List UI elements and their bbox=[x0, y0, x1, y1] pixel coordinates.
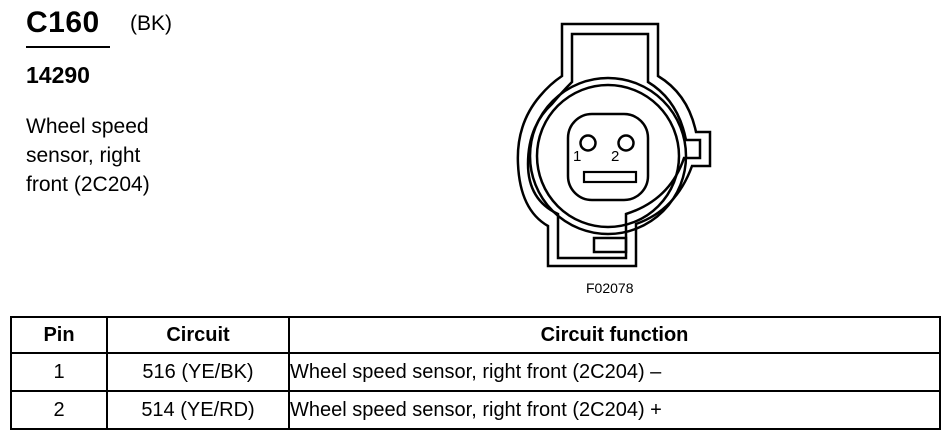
table-row: 1 516 (YE/BK) Wheel speed sensor, right … bbox=[10, 352, 941, 392]
connector-id: C160 bbox=[26, 6, 100, 39]
connector-outer-shell bbox=[516, 22, 712, 268]
pin-label-1: 1 bbox=[573, 148, 581, 165]
connector-color-code: (BK) bbox=[130, 12, 172, 35]
terminal-island bbox=[566, 112, 650, 202]
keying-bar bbox=[582, 170, 638, 184]
connector-face-diagram: 1 2 bbox=[516, 22, 712, 268]
figure-id: F02078 bbox=[586, 280, 634, 296]
table-row: 2 514 (YE/RD) Wheel speed sensor, right … bbox=[10, 390, 941, 430]
pin-table: Pin Circuit Circuit function 1 516 (YE/B… bbox=[10, 316, 941, 430]
cell-circuit: 516 (YE/BK) bbox=[106, 352, 290, 392]
connector-inner-shell bbox=[526, 32, 702, 260]
latch-tab bbox=[592, 236, 628, 254]
column-header-circuit: Circuit bbox=[106, 316, 290, 354]
column-header-function: Circuit function bbox=[288, 316, 941, 354]
column-header-pin: Pin bbox=[10, 316, 108, 354]
connector-id-underline bbox=[26, 46, 110, 48]
pin-cavity-2 bbox=[617, 134, 635, 152]
description-line: Wheel speed bbox=[26, 115, 149, 138]
description-line: sensor, right bbox=[26, 144, 141, 167]
terminal-face-inner-ring bbox=[535, 83, 681, 229]
cell-function: Wheel speed sensor, right front (2C204) … bbox=[288, 352, 941, 392]
connector-description: Wheel speed sensor, right front (2C204) bbox=[26, 112, 226, 199]
cell-pin: 1 bbox=[10, 352, 108, 392]
cell-function: Wheel speed sensor, right front (2C204) … bbox=[288, 390, 941, 430]
terminal-face-outer-ring bbox=[528, 76, 688, 236]
cell-pin: 2 bbox=[10, 390, 108, 430]
pin-cavity-1 bbox=[579, 134, 597, 152]
part-number: 14290 bbox=[26, 62, 90, 88]
pin-label-2: 2 bbox=[611, 148, 619, 165]
description-line: front (2C204) bbox=[26, 173, 150, 196]
cell-circuit: 514 (YE/RD) bbox=[106, 390, 290, 430]
table-header-row: Pin Circuit Circuit function bbox=[10, 316, 941, 354]
